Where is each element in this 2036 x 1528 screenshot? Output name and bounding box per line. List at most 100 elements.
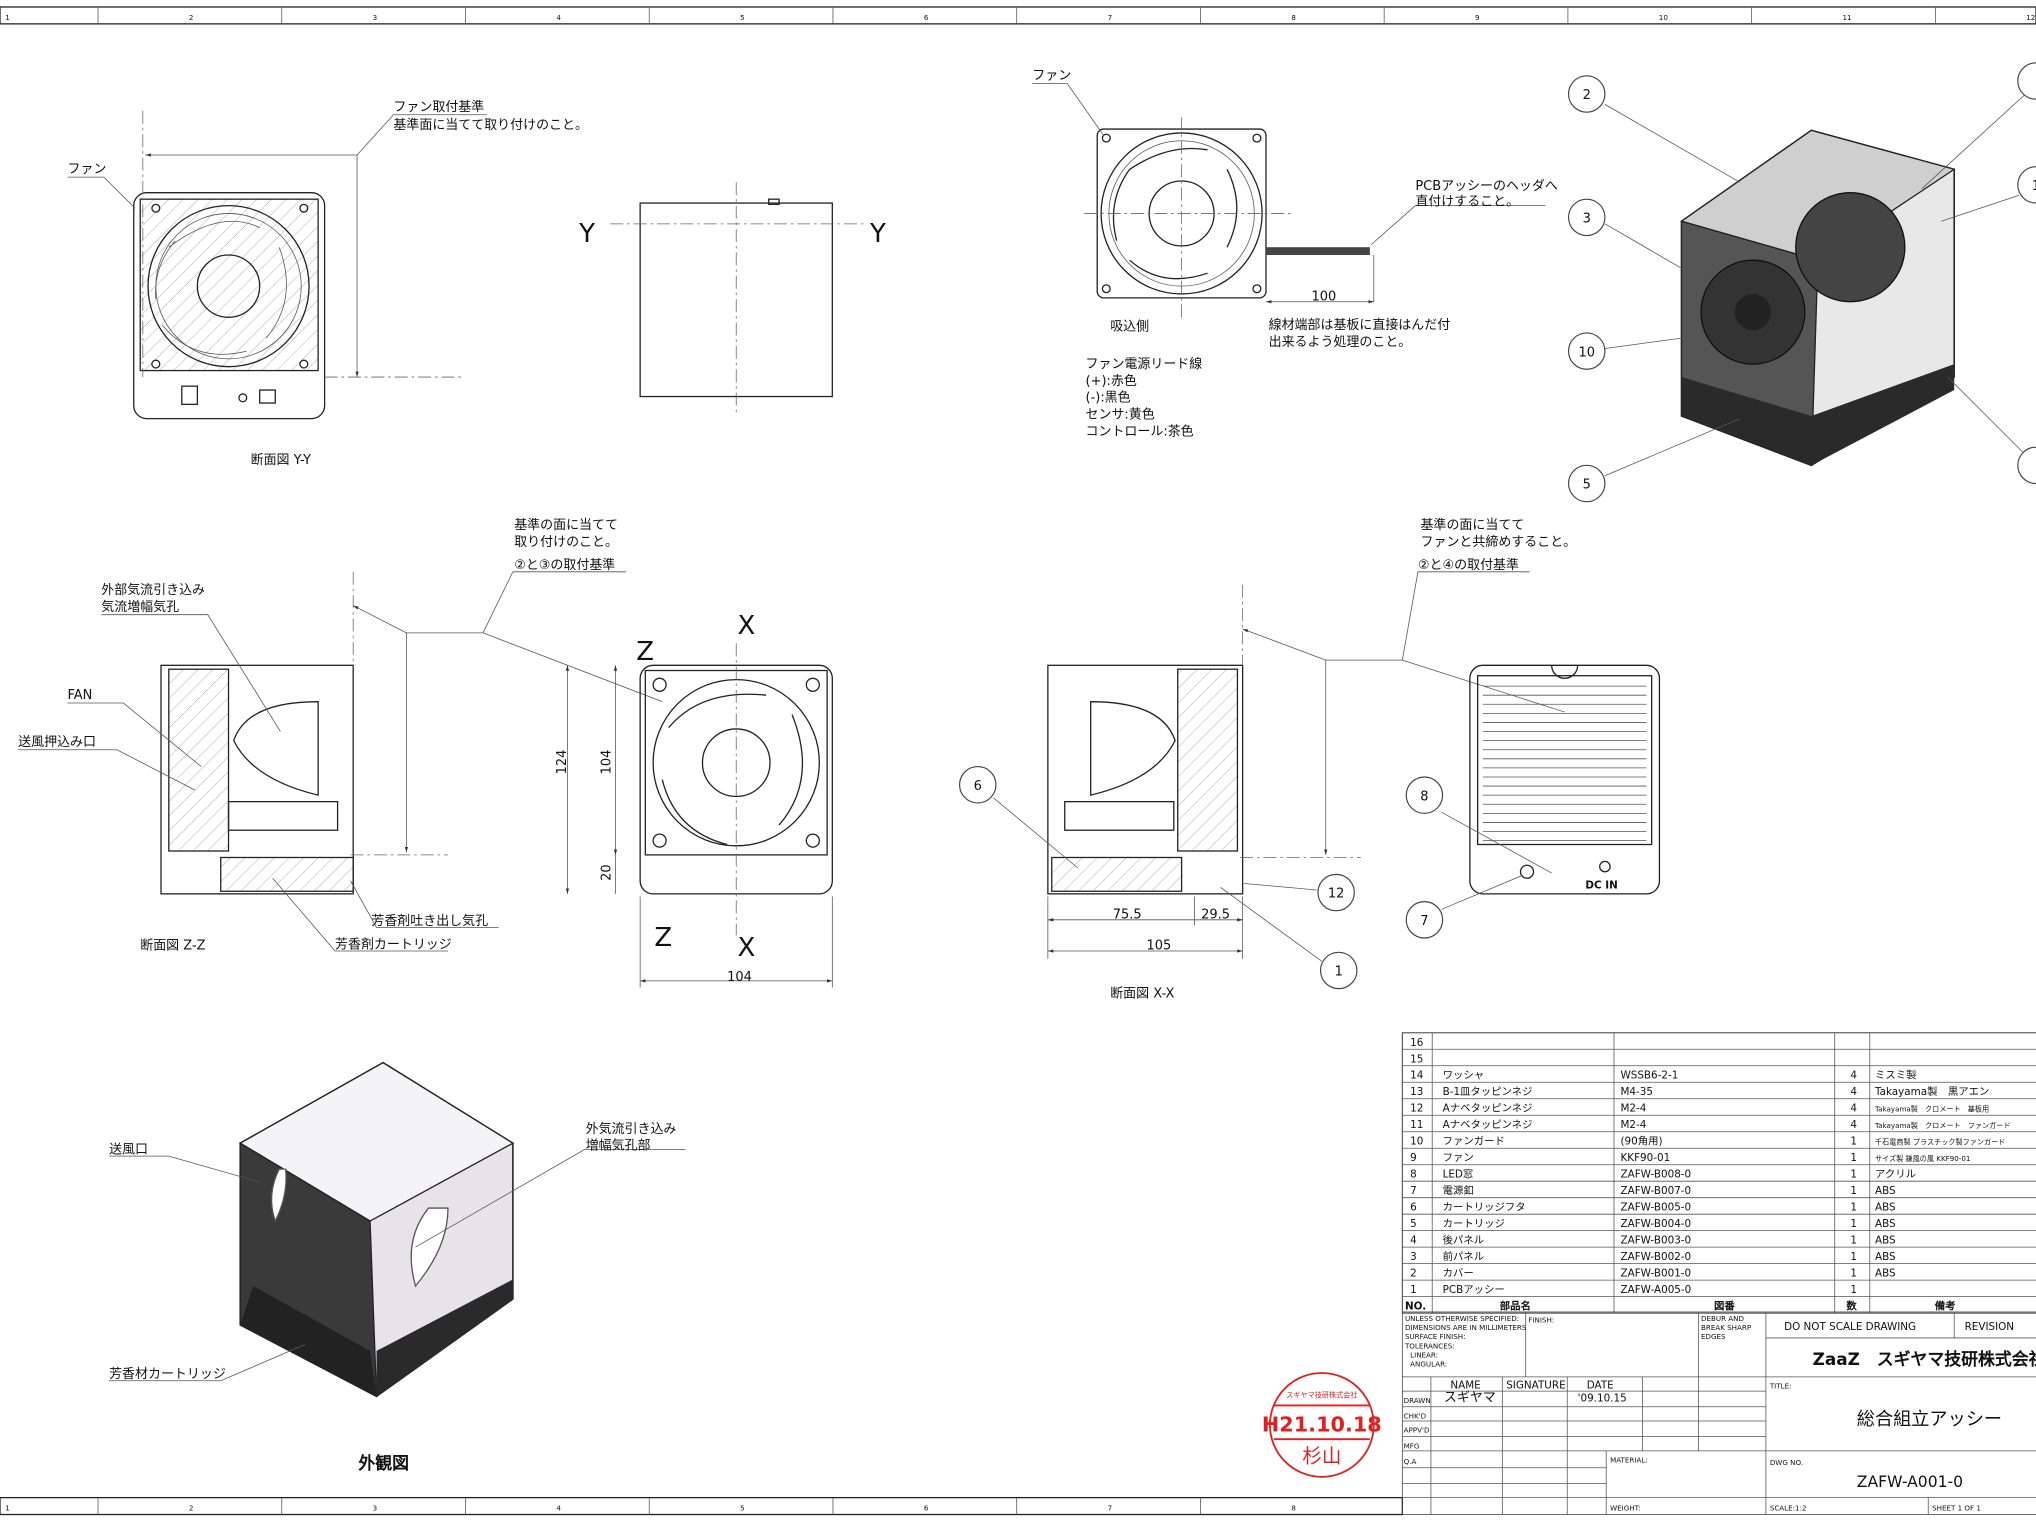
ruler-column-label: 5 xyxy=(740,1504,745,1513)
ref-note-line2: ファンと共締めすること。 xyxy=(1421,534,1577,550)
bom-quantity: 1 xyxy=(1850,1251,1857,1263)
bom-drawing-no: WSSB6-2-1 xyxy=(1620,1070,1678,1082)
bom-part-name: ファン xyxy=(1443,1152,1474,1164)
bom-item-no: 6 xyxy=(1410,1202,1417,1214)
role-mfg: MFG xyxy=(1404,1441,1420,1450)
bom-drawing-no: ZAFW-B001-0 xyxy=(1620,1268,1691,1280)
drawn-date: '09.10.15 xyxy=(1578,1393,1627,1405)
fan-label: ファン xyxy=(68,162,107,177)
bom-header-qty: 数 xyxy=(1845,1300,1857,1313)
ruler-column-label: 8 xyxy=(1291,1504,1296,1513)
side-view: Y Y xyxy=(578,182,886,417)
role-qa: Q.A xyxy=(1404,1457,1417,1466)
bom-drawing-no: ZAFW-B002-0 xyxy=(1620,1251,1691,1263)
ruler-column-label: 1 xyxy=(5,13,10,22)
bom-drawing-no: (90角用) xyxy=(1620,1136,1662,1148)
bom-drawing-no: ZAFW-A005-0 xyxy=(1620,1284,1691,1296)
stamp-name: 杉山 xyxy=(1302,1445,1341,1468)
balloon-number: 2 xyxy=(1583,88,1591,103)
spec-line: SURFACE FINISH: xyxy=(1405,1332,1466,1341)
bom-drawing-no: ZAFW-B007-0 xyxy=(1620,1185,1691,1197)
balloon-number: 5 xyxy=(1583,478,1591,493)
bom-note: ABS xyxy=(1875,1185,1896,1197)
section-zz-label: 断面図 Z-Z xyxy=(140,939,205,954)
balloon-number: 10 xyxy=(1578,345,1595,360)
bom-part-name: カートリッジ xyxy=(1443,1218,1505,1230)
intake-side-label: 吸込側 xyxy=(1110,319,1149,334)
role-approved: APPV'D xyxy=(1404,1426,1430,1435)
ruler-column-label: 6 xyxy=(924,1504,929,1513)
dim-width: 104 xyxy=(727,970,752,985)
bom-note: アクリル xyxy=(1875,1169,1916,1181)
bom-item-no: 5 xyxy=(1410,1218,1417,1230)
finish-label: FINISH: xyxy=(1528,1315,1554,1324)
rear-view: DC IN xyxy=(1441,664,1661,910)
lead-length-dimension: 100 xyxy=(1311,289,1336,304)
stamp-company: スギヤマ技研株式会社 xyxy=(1286,1391,1357,1400)
ref-note-line2: 取り付けのこと。 xyxy=(514,535,618,550)
section-xx-label: 断面図 X-X xyxy=(1110,987,1174,1002)
bom-header-no: NO. xyxy=(1405,1301,1426,1313)
revision-label: REVISION xyxy=(1965,1321,2015,1333)
date-column-header: DATE xyxy=(1587,1380,1614,1392)
debur-note-line3: EDGES xyxy=(1701,1332,1726,1341)
spec-line: DIMENSIONS ARE IN MILLIMETERS xyxy=(1405,1323,1527,1332)
bom-quantity: 1 xyxy=(1850,1202,1857,1214)
balloon-10: 10 xyxy=(1567,332,1606,370)
bom-item-no: 4 xyxy=(1410,1235,1417,1247)
debur-note-line2: BREAK SHARP xyxy=(1701,1323,1752,1332)
bom-row: 16 xyxy=(1410,1037,1423,1049)
drawn-by-name: スギヤマ xyxy=(1444,1391,1496,1406)
scale-label: SCALE:1:2 xyxy=(1770,1504,1807,1513)
ruler-column-label: 6 xyxy=(924,13,929,22)
bom-header-dwg: 図番 xyxy=(1714,1300,1735,1313)
bom-quantity: 1 xyxy=(1850,1235,1857,1247)
balloon-3: 3 xyxy=(1567,198,1606,237)
fan-detail-view: ファン PCBアッシーのヘッダへ 直付けすること。 100 吸込側 線材端部は基… xyxy=(1032,69,1558,440)
bom-quantity: 1 xyxy=(1850,1169,1857,1181)
balloon-number: 12 xyxy=(1328,887,1345,902)
bom-part-name: 電源釦 xyxy=(1443,1184,1474,1197)
bom-item-no: 3 xyxy=(1410,1251,1417,1263)
bom-item-no: 10 xyxy=(1410,1136,1423,1148)
section-marker-z-top: Z xyxy=(636,637,654,667)
isometric-assembly-view xyxy=(1680,129,1956,467)
bom-item-no: 8 xyxy=(1410,1169,1417,1181)
stamp-date: H21.10.18 xyxy=(1262,1412,1382,1436)
bom-part-name: 前パネル xyxy=(1443,1250,1485,1263)
lead-wire-control: コントロール:茶色 xyxy=(1086,423,1194,439)
section-xx-view: 75.5 29.5 105 断面図 X-X 基準の面に当てて ファンと共締めする… xyxy=(1047,517,1577,1002)
balloon-number: 6 xyxy=(974,779,982,794)
lead-wire-list: ファン電源リード線 (+):赤色 (-):黒色 センサ:黄色 コントロール:茶色 xyxy=(1086,356,1203,440)
bom-item-no: 7 xyxy=(1410,1185,1417,1197)
balloon-5: 5 xyxy=(1567,464,1606,503)
drawing-title: 総合組立アッシー xyxy=(1857,1409,2002,1430)
bom-drawing-no: KKF90-01 xyxy=(1620,1152,1670,1164)
bom-item-no: 12 xyxy=(1410,1103,1423,1115)
bom-note: 千石電商製 プラスチック製ファンガード xyxy=(1875,1138,2005,1147)
ruler-column-label: 12 xyxy=(2026,13,2035,22)
bom-part-name: Aナベタッピンネジ xyxy=(1443,1119,1533,1131)
bom-quantity: 4 xyxy=(1850,1119,1857,1131)
bom-quantity: 1 xyxy=(1850,1185,1857,1197)
material-label: MATERIAL: xyxy=(1610,1456,1648,1465)
section-marker-y-left: Y xyxy=(578,219,595,249)
balloon-1: 1 xyxy=(1319,951,1358,990)
cartridge-label: 芳香材カートリッジ xyxy=(109,1367,226,1382)
dim-total-height: 124 xyxy=(555,750,570,775)
bom-drawing-no: M4-35 xyxy=(1620,1086,1653,1098)
bom-note: ABS xyxy=(1875,1235,1896,1247)
balloon-2: 2 xyxy=(1567,75,1606,113)
bom-header-name: 部品名 xyxy=(1500,1300,1531,1313)
lead-wire-sensor: センサ:黄色 xyxy=(1086,407,1155,423)
bom-part-name: ファンガード xyxy=(1443,1136,1505,1148)
balloon-12: 12 xyxy=(1317,873,1355,912)
intake-hole-line2: 気流増幅気孔 xyxy=(101,599,179,615)
bom-header-note: 備考 xyxy=(1935,1300,1956,1313)
